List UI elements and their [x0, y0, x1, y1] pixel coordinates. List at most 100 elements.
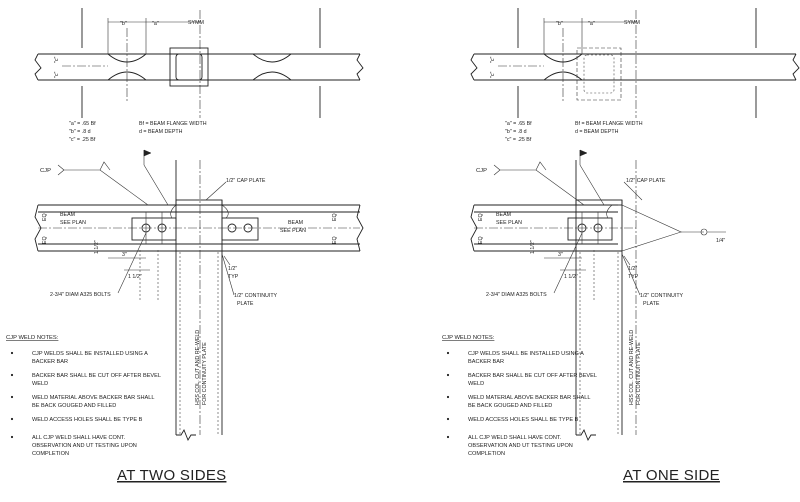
note-line: OBSERVATION AND UT TESTING UPON [32, 443, 137, 449]
legend-d: d = BEAM DEPTH [575, 129, 619, 135]
detail-at-two-sides: "b""a"SYMM"c""c""a" = .65 Bf"b" = .8 d"c… [6, 8, 364, 484]
legend-c: "c" = .25 Bf [505, 137, 532, 143]
weld-access-hole-left [170, 204, 177, 219]
cjp-leader [500, 169, 585, 206]
typ-leader [623, 255, 631, 266]
eq-label-top-left: EQ [42, 213, 48, 221]
note-bullet [446, 373, 450, 377]
eq-label-bottom-left: EQ [42, 236, 48, 244]
typ-label: TYP [628, 274, 639, 280]
note-bullet [446, 417, 450, 421]
bolts-leader [117, 232, 147, 294]
cjp-label: CJP [476, 168, 487, 174]
dim-b-label: "b" [120, 21, 127, 27]
dim-1-1-2-label: 1 1/2" [128, 274, 142, 280]
hss-label-2: FOR CONTINUITY PLATE [202, 342, 208, 405]
legend-b: "b" = .8 d [69, 129, 91, 135]
note-line: WELD MATERIAL ABOVE BACKER BAR SHALL [468, 395, 590, 401]
field-weld-flag [579, 149, 588, 157]
bolt-right-2 [243, 223, 253, 233]
eq-label-top-left: EQ [478, 213, 484, 221]
cap-plate-label: 1/2" CAP PLATE [626, 178, 666, 184]
cjp-bevel-symbol [99, 161, 111, 171]
note-bullet [10, 417, 14, 421]
see-plan-label-left: SEE PLAN [496, 220, 522, 226]
plan-break-symbol-left [34, 53, 42, 81]
dim-c-label-2: "c" [54, 71, 60, 78]
beam-label-right: BEAM [288, 220, 303, 226]
note-line: WELD MATERIAL ABOVE BACKER BAR SHALL [32, 395, 154, 401]
title-at-one-side: AT ONE SIDE [623, 467, 720, 484]
plan-break-symbol-right [792, 53, 800, 81]
hss-label-2: FOR CONTINUITY PLATE [636, 342, 642, 405]
weld-access-hole-left [606, 204, 613, 219]
note-line: BACKER BAR SHALL BE CUT OFF AFTER BEVEL [32, 373, 161, 379]
field-weld-flag [143, 149, 152, 157]
shear-tab-left [567, 217, 613, 241]
symm-label: SYMM [624, 20, 640, 26]
eq-label-bottom-right: EQ [332, 236, 338, 244]
note-line: OBSERVATION AND UT TESTING UPON [468, 443, 573, 449]
rbs-cut-bottom-left [107, 71, 147, 81]
dim-half-label: 1/2" [228, 266, 237, 272]
note-line: COMPLETION [468, 451, 505, 457]
continuity-plate-label-2: PLATE [643, 301, 660, 307]
flag-leader [143, 164, 169, 206]
cap-plate-label: 1/2" CAP PLATE [226, 178, 266, 184]
beam-label-left: BEAM [60, 212, 75, 218]
legend-c: "c" = .25 Bf [69, 137, 96, 143]
elev-column-break [176, 428, 196, 442]
note-line: COMPLETION [32, 451, 69, 457]
legend-b: "b" = .8 d [505, 129, 527, 135]
dim-3-label: 3" [122, 252, 127, 258]
note-line: WELD ACCESS HOLES SHALL BE TYPE B [468, 417, 579, 423]
note-line: BE BACK GOUGED AND FILLED [32, 403, 116, 409]
dim-1-1-2-label: 1 1/2" [564, 274, 578, 280]
dim-b-label: "b" [556, 21, 563, 27]
dim-c-label: "c" [54, 56, 60, 63]
weld-access-hole-right [221, 204, 229, 219]
elev-cap-plate [175, 199, 223, 206]
cap-plate-leader [205, 181, 227, 201]
note-line: CJP WELDS SHALL BE INSTALLED USING A [32, 351, 148, 357]
continuity-plate-label-1: 1/2" CONTINUITY [234, 293, 278, 299]
eq-label-bottom-left: EQ [478, 236, 484, 244]
hss-label-1: HSS COL. CUT AND RE-WELD [629, 330, 635, 405]
detail-at-one-side: "b""a"SYMM"c""c""a" = .65 Bf"b" = .8 d"c… [442, 8, 800, 484]
elev-column-break [576, 428, 596, 442]
note-line: BACKER BAR SHALL BE CUT OFF AFTER BEVEL [468, 373, 597, 379]
rbs-cut-bottom-left [543, 71, 583, 81]
continuity-plate-label-2: PLATE [237, 301, 254, 307]
dim-1-1-2-vert: 1 1/2" [94, 240, 100, 254]
dim-c-label: "c" [490, 56, 496, 63]
cjp-leader [64, 169, 149, 206]
note-bullet [446, 435, 450, 439]
dim-a-label: "a" [588, 21, 595, 27]
note-line: WELD [468, 381, 484, 387]
rbs-cut-top-right [252, 53, 292, 63]
see-plan-label-left: SEE PLAN [60, 220, 86, 226]
continuity-plate-label-1: 1/2" CONTINUITY [640, 293, 684, 299]
dim-1-1-2-vert: 1 1/2" [530, 240, 536, 254]
bolts-label: 2-3/4" DIAM A325 BOLTS [486, 292, 547, 298]
plan-hss-inner [583, 54, 615, 94]
cjp-tail [57, 164, 65, 176]
note-line: CJP WELDS SHALL BE INSTALLED USING A [468, 351, 584, 357]
cap-plate-leader [623, 181, 643, 201]
note-line: WELD ACCESS HOLES SHALL BE TYPE B [32, 417, 143, 423]
legend-bf: Bf = BEAM FLANGE WIDTH [139, 121, 207, 127]
cjp-bevel-symbol [535, 161, 547, 171]
legend-bf: Bf = BEAM FLANGE WIDTH [575, 121, 643, 127]
note-bullet [446, 351, 450, 355]
elev-cap-plate [575, 199, 623, 206]
plan-hss-column [576, 47, 622, 101]
dim-3-label: 3" [558, 252, 563, 258]
note-line: ALL CJP WELD SHALL HAVE CONT. [468, 435, 562, 441]
see-plan-label-right: SEE PLAN [280, 228, 306, 234]
note-bullet [10, 435, 14, 439]
bolts-label: 2-3/4" DIAM A325 BOLTS [50, 292, 111, 298]
note-line: BACKER BAR [32, 359, 68, 365]
cjp-notes-heading: CJP WELD NOTES: [6, 335, 59, 341]
hss-label-1: HSS COL. CUT AND RE-WELD [195, 330, 201, 405]
